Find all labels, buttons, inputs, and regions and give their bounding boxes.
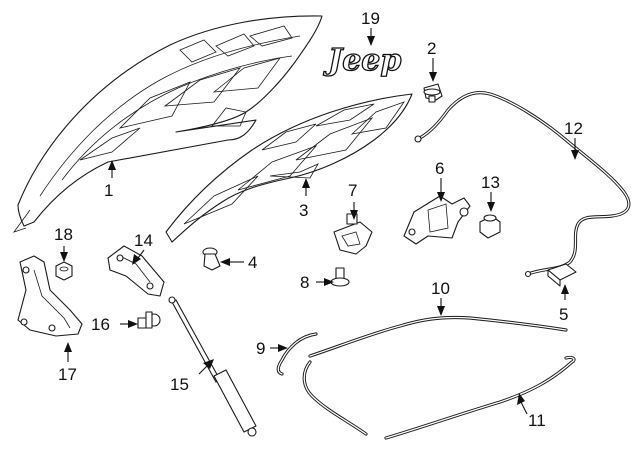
striker xyxy=(479,214,501,239)
callout-label-16: 16 xyxy=(91,315,110,334)
callout-10: 10 xyxy=(431,279,450,316)
ball-stud xyxy=(137,311,161,329)
callout-1: 1 xyxy=(104,160,116,200)
hood-latch xyxy=(403,195,471,245)
callout-13: 13 xyxy=(481,173,500,212)
callout-label-3: 3 xyxy=(299,201,308,220)
bracket xyxy=(17,255,83,337)
callout-label-19: 19 xyxy=(361,9,380,28)
hood-panel xyxy=(12,15,323,233)
callout-label-17: 17 xyxy=(58,365,77,384)
callout-5: 5 xyxy=(559,284,569,324)
callout-3: 3 xyxy=(299,178,310,220)
front-seal xyxy=(308,315,568,358)
callout-4: 4 xyxy=(220,253,257,272)
callout-label-1: 1 xyxy=(104,181,113,200)
callout-label-15: 15 xyxy=(170,375,189,394)
callout-7: 7 xyxy=(348,181,358,220)
callout-label-8: 8 xyxy=(300,273,309,292)
callout-19: 19 xyxy=(361,9,380,46)
callout-6: 6 xyxy=(435,159,445,202)
callout-15: 15 xyxy=(170,359,214,394)
emblem-text: Jeep xyxy=(323,43,401,78)
push-pin xyxy=(202,247,221,271)
callout-8: 8 xyxy=(300,273,334,292)
release-handle xyxy=(547,263,577,287)
callout-label-2: 2 xyxy=(427,39,436,58)
callout-16: 16 xyxy=(91,315,138,334)
callout-label-14: 14 xyxy=(134,231,153,250)
hood-hinge xyxy=(107,245,165,297)
callout-label-6: 6 xyxy=(435,159,444,178)
rear-seal xyxy=(302,355,576,440)
callout-9: 9 xyxy=(256,339,288,358)
callout-12: 12 xyxy=(564,119,583,160)
callout-label-10: 10 xyxy=(431,279,450,298)
callout-label-9: 9 xyxy=(256,339,265,358)
callout-17: 17 xyxy=(58,342,77,384)
jeep-emblem: Jeep xyxy=(322,42,402,78)
nut xyxy=(55,261,73,281)
callout-18: 18 xyxy=(54,225,73,262)
bumper-stop xyxy=(423,83,443,103)
callout-2: 2 xyxy=(427,39,437,82)
callout-14: 14 xyxy=(132,231,153,265)
callout-label-7: 7 xyxy=(348,181,357,200)
callout-label-18: 18 xyxy=(54,225,73,244)
release-cable xyxy=(414,90,631,278)
callout-label-4: 4 xyxy=(248,253,257,272)
callout-label-5: 5 xyxy=(559,305,568,324)
seal-segment xyxy=(276,332,318,376)
callout-label-13: 13 xyxy=(481,173,500,192)
bolt xyxy=(330,267,350,287)
callout-label-11: 11 xyxy=(528,411,546,430)
hood-inner-panel xyxy=(165,93,413,243)
callout-label-12: 12 xyxy=(564,119,583,138)
insulator-clip xyxy=(333,213,373,255)
callout-11: 11 xyxy=(517,393,546,430)
support-rod xyxy=(168,296,257,437)
